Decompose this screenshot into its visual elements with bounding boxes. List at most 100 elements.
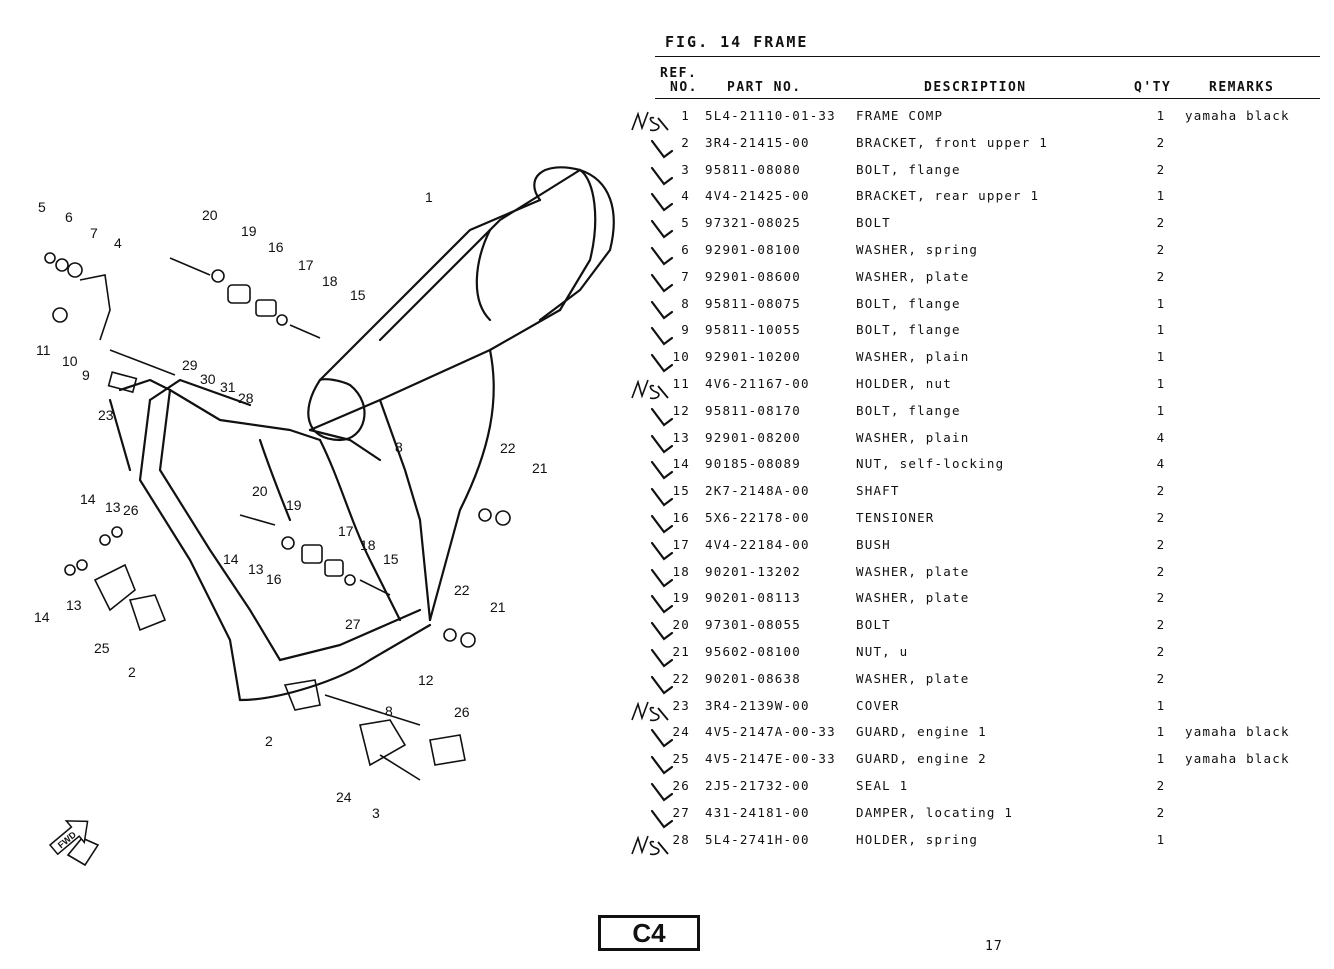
- callout: 3: [372, 805, 380, 821]
- ref-number: 19: [672, 590, 690, 606]
- quantity: 1: [1156, 751, 1166, 767]
- part-number: 95811-10055: [705, 322, 801, 338]
- ref-number: 3: [681, 161, 690, 177]
- description: GUARD, engine 1: [856, 724, 987, 740]
- ref-number: 16: [672, 510, 690, 525]
- callout: 20: [202, 207, 218, 223]
- ref-number: 21: [672, 644, 690, 659]
- part-number: 92901-08100: [705, 242, 801, 257]
- ref-number: 10: [672, 349, 690, 365]
- ns-mark-icon: [628, 832, 674, 860]
- ref-number: 24: [672, 724, 690, 740]
- table-row: 19 90201-08113 WASHER, plate 2: [0, 590, 1334, 616]
- description: SHAFT: [856, 483, 900, 499]
- remarks: yamaha black: [1185, 724, 1290, 740]
- check-mark-icon: [628, 564, 674, 592]
- column-header-part-no: PART NO.: [727, 80, 802, 95]
- callout: 19: [286, 497, 302, 513]
- callout: 17: [338, 523, 354, 539]
- part-number: 95811-08075: [705, 295, 801, 311]
- callout: 2: [265, 733, 273, 749]
- check-mark-icon: [628, 483, 674, 511]
- ns-mark-icon: [628, 108, 674, 136]
- description: WASHER, plate: [856, 590, 970, 606]
- part-number: 5L4-21110-01-33: [705, 108, 836, 123]
- ref-number: 8: [681, 295, 690, 311]
- callout: 9: [82, 367, 90, 383]
- description: WASHER, plate: [856, 563, 970, 579]
- part-number: 97321-08025: [705, 215, 801, 231]
- description: BOLT, flange: [856, 402, 961, 418]
- quantity: 2: [1156, 590, 1166, 606]
- description: BOLT: [856, 215, 891, 231]
- description: HOLDER, nut: [856, 376, 952, 391]
- part-number: 90201-08113: [705, 590, 801, 606]
- ref-number: 14: [672, 456, 690, 472]
- part-number: 92901-08200: [705, 429, 801, 445]
- ref-number: 13: [672, 429, 690, 445]
- callout: 11: [36, 342, 51, 358]
- part-number: 95811-08170: [705, 402, 801, 418]
- ref-number: 6: [681, 242, 690, 257]
- description: BOLT: [856, 617, 891, 633]
- ref-number: 5: [681, 215, 690, 231]
- check-mark-icon: [628, 403, 674, 431]
- remarks: yamaha black: [1185, 108, 1290, 123]
- check-mark-icon: [628, 537, 674, 565]
- check-mark-icon: [628, 430, 674, 458]
- check-mark-icon: [628, 751, 674, 779]
- callout: 20: [252, 483, 268, 499]
- callout: 13: [66, 597, 82, 613]
- quantity: 2: [1156, 536, 1166, 552]
- description: BOLT, flange: [856, 322, 961, 338]
- callout: 25: [94, 640, 110, 656]
- ref-number: 20: [672, 617, 690, 633]
- description: WASHER, spring: [856, 242, 979, 257]
- description: BUSH: [856, 536, 891, 552]
- callout: 31: [220, 379, 236, 395]
- callout: 16: [266, 571, 282, 587]
- description: HOLDER, spring: [856, 831, 979, 847]
- column-header-qty: Q'TY: [1134, 80, 1172, 95]
- description: WASHER, plate: [856, 268, 970, 284]
- check-mark-icon: [628, 456, 674, 484]
- header-rule-bottom: [655, 98, 1320, 99]
- quantity: 2: [1156, 134, 1166, 150]
- callout: 15: [350, 287, 366, 303]
- ref-number: 2: [681, 134, 690, 150]
- part-number: 431-24181-00: [705, 804, 810, 820]
- callout: 14: [34, 609, 50, 625]
- column-header-description: DESCRIPTION: [924, 80, 1027, 95]
- description: DAMPER, locating 1: [856, 804, 1014, 820]
- ref-number: 1: [681, 108, 690, 123]
- callout: 23: [98, 407, 114, 423]
- page-code: C4: [598, 915, 700, 951]
- ns-mark-icon: [628, 376, 674, 404]
- quantity: 2: [1156, 563, 1166, 579]
- callout: 18: [360, 537, 376, 553]
- ref-number: 15: [672, 483, 690, 499]
- part-number: 90201-08638: [705, 670, 801, 686]
- description: GUARD, engine 2: [856, 751, 987, 767]
- quantity: 2: [1156, 161, 1166, 177]
- quantity: 1: [1156, 108, 1166, 123]
- quantity: 2: [1156, 510, 1166, 525]
- quantity: 1: [1156, 697, 1166, 713]
- callout: 12: [418, 672, 434, 688]
- description: BOLT, flange: [856, 295, 961, 311]
- description: BOLT, flange: [856, 161, 961, 177]
- callout: 27: [345, 616, 361, 632]
